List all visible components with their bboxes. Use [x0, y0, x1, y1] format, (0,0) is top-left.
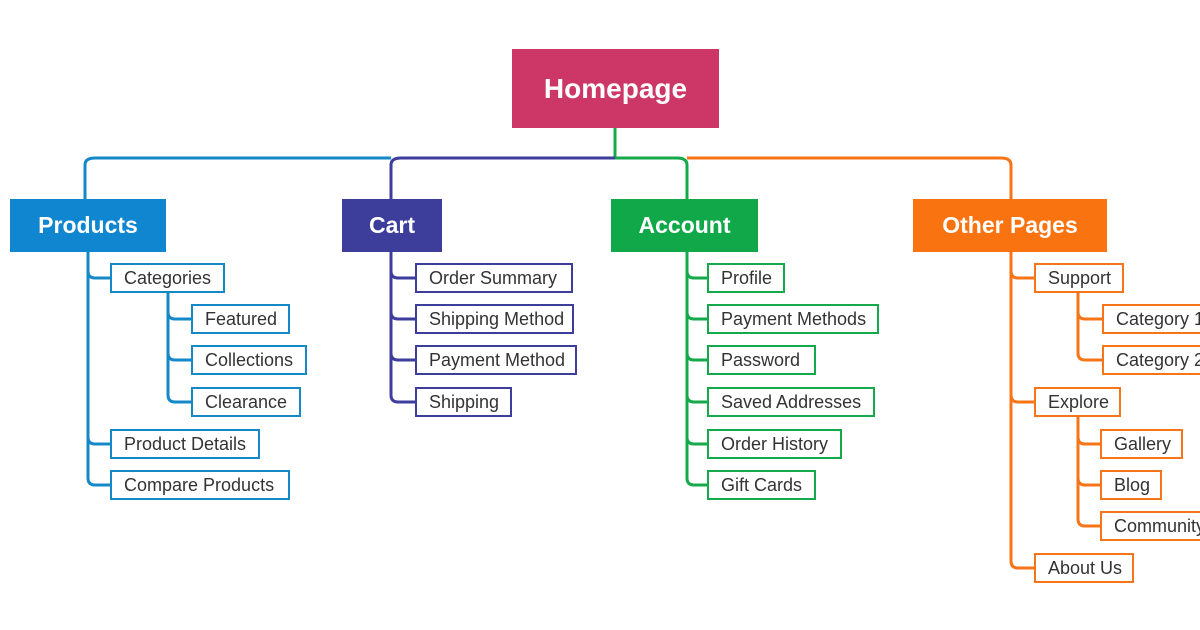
- profile-node[interactable]: Profile: [707, 263, 785, 293]
- order-history-node[interactable]: Order History: [707, 429, 842, 459]
- category-1-line: [1076, 293, 1102, 321]
- collections-line: [166, 293, 191, 362]
- cart-connector-line: [389, 156, 615, 199]
- cart-item-line-1: [389, 252, 415, 321]
- account-item-line-2: [685, 252, 707, 362]
- shipping-node[interactable]: Shipping: [415, 387, 512, 417]
- cart-item-line-0: [389, 252, 415, 280]
- about-us-node[interactable]: About Us: [1034, 553, 1134, 583]
- featured-node[interactable]: Featured: [191, 304, 290, 334]
- explore-node[interactable]: Explore: [1034, 387, 1121, 417]
- category-2-node[interactable]: Category 2: [1102, 345, 1200, 375]
- products-node[interactable]: Products: [10, 199, 166, 252]
- other-pages-connector-line: [687, 156, 1013, 199]
- gift-cards-node[interactable]: Gift Cards: [707, 470, 816, 500]
- other-pages-node[interactable]: Other Pages: [913, 199, 1107, 252]
- explore-item-line-2: [1076, 417, 1100, 528]
- account-connector-line: [615, 156, 689, 199]
- order-summary-node[interactable]: Order Summary: [415, 263, 573, 293]
- products-connector-line: [83, 156, 391, 199]
- support-node[interactable]: Support: [1034, 263, 1124, 293]
- account-item-line-3: [685, 252, 707, 404]
- community-node[interactable]: Community: [1100, 511, 1200, 541]
- cart-node[interactable]: Cart: [342, 199, 442, 252]
- password-node[interactable]: Password: [707, 345, 816, 375]
- product-details-node[interactable]: Product Details: [110, 429, 260, 459]
- category-1-node[interactable]: Category 1: [1102, 304, 1200, 334]
- other-item-line-2: [1009, 252, 1034, 570]
- homepage-node[interactable]: Homepage: [512, 49, 719, 128]
- compare-products-node[interactable]: Compare Products: [110, 470, 290, 500]
- account-item-line-5: [685, 252, 707, 487]
- account-item-line-0: [685, 252, 707, 280]
- payment-methods-node[interactable]: Payment Methods: [707, 304, 879, 334]
- other-item-line-0: [1009, 252, 1034, 280]
- compare-products-line: [86, 252, 110, 487]
- explore-item-line-0: [1076, 417, 1100, 446]
- categories-node[interactable]: Categories: [110, 263, 225, 293]
- account-item-line-4: [685, 252, 707, 446]
- cart-item-line-3: [389, 252, 415, 404]
- payment-method-node[interactable]: Payment Method: [415, 345, 577, 375]
- account-node[interactable]: Account: [611, 199, 758, 252]
- other-item-line-1: [1009, 252, 1034, 404]
- shipping-method-node[interactable]: Shipping Method: [415, 304, 574, 334]
- product-details-line: [86, 252, 110, 446]
- gallery-node[interactable]: Gallery: [1100, 429, 1183, 459]
- explore-item-line-1: [1076, 417, 1100, 487]
- cart-item-line-2: [389, 252, 415, 362]
- account-item-line-1: [685, 252, 707, 321]
- clearance-line: [166, 293, 191, 404]
- category-2-line: [1076, 293, 1102, 362]
- blog-node[interactable]: Blog: [1100, 470, 1162, 500]
- categories-line: [86, 252, 110, 280]
- saved-addresses-node[interactable]: Saved Addresses: [707, 387, 875, 417]
- clearance-node[interactable]: Clearance: [191, 387, 301, 417]
- featured-line: [166, 293, 191, 321]
- collections-node[interactable]: Collections: [191, 345, 307, 375]
